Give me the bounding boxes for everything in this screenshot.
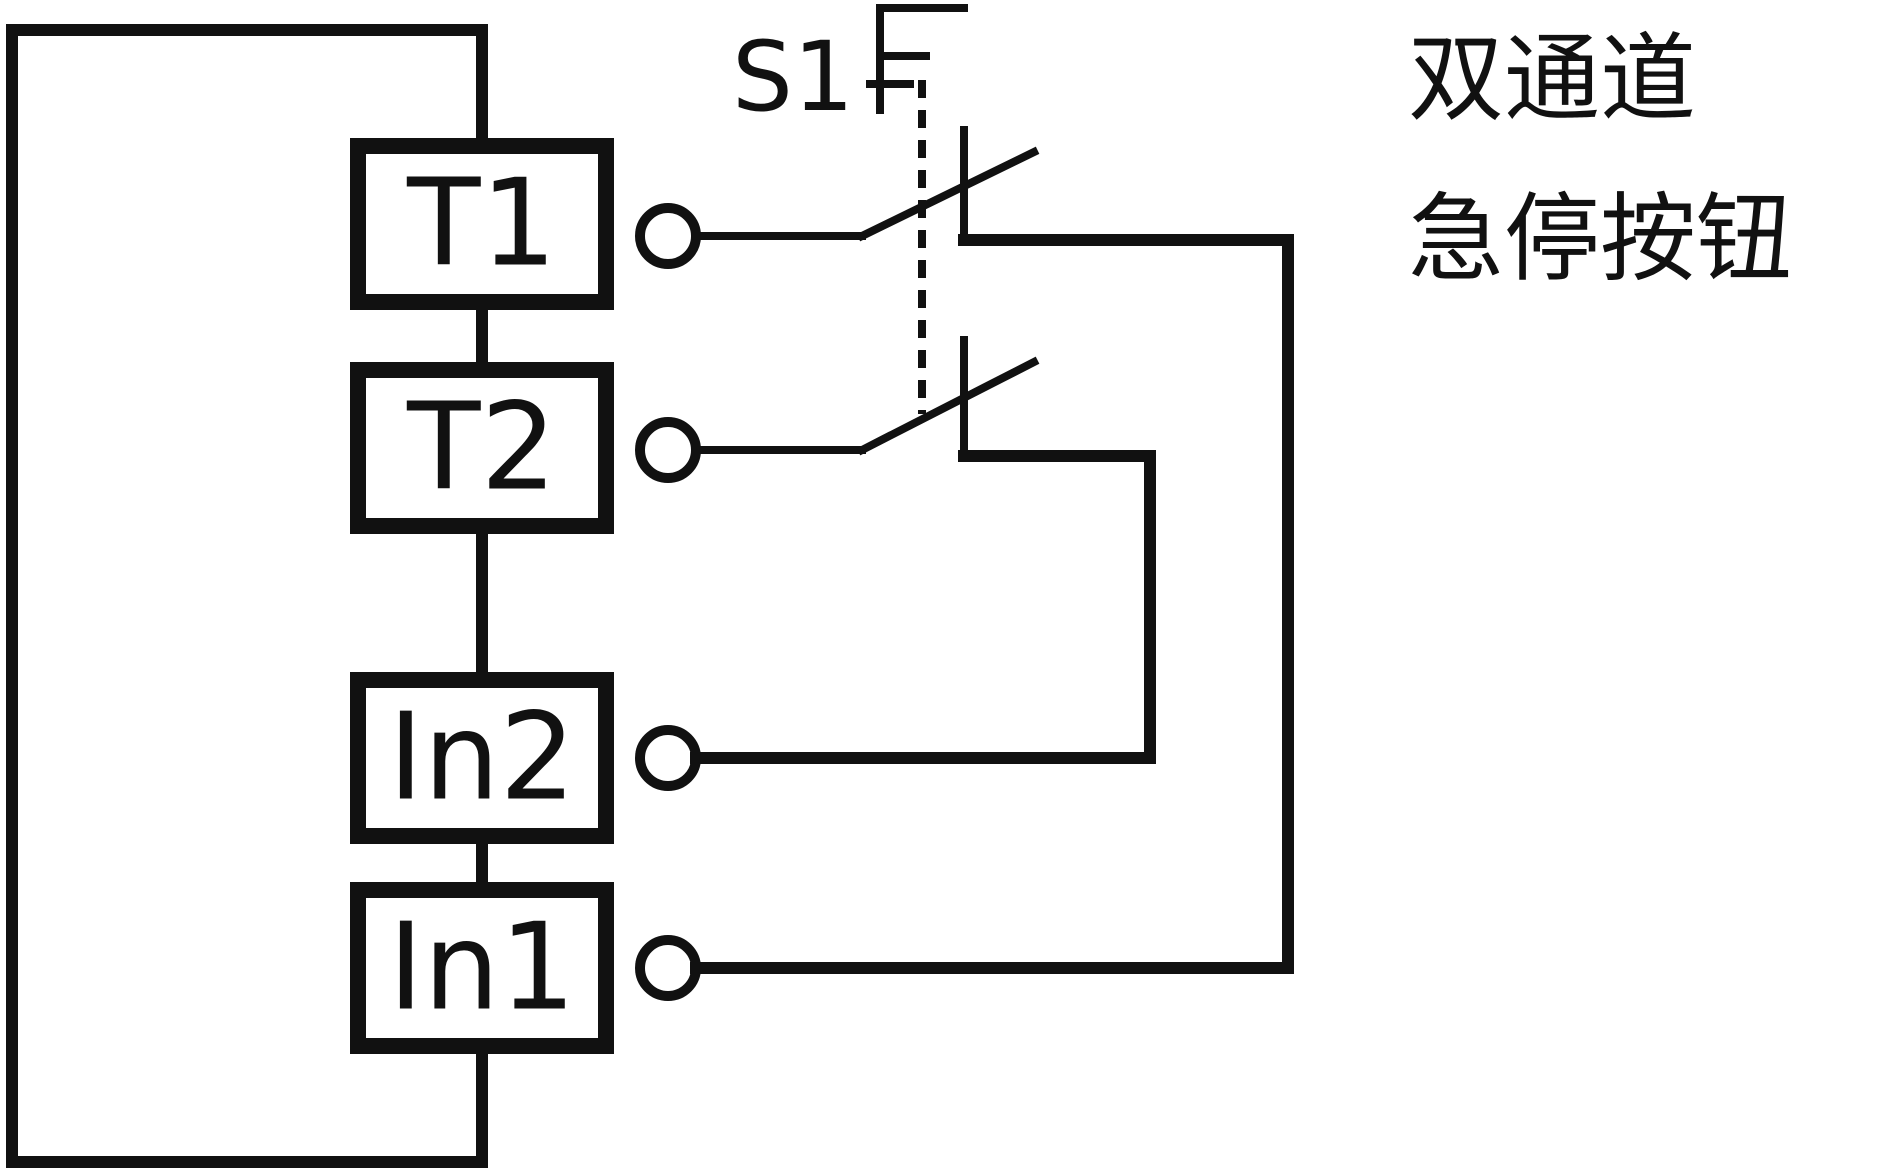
terminal-in1 xyxy=(635,935,701,1001)
block-t1: T1 xyxy=(350,138,614,310)
terminal-t1 xyxy=(635,203,701,269)
block-in2: In2 xyxy=(350,672,614,844)
wire-switch2-to-in2 xyxy=(690,450,1156,764)
block-in1: In1 xyxy=(350,882,614,1054)
pushbutton-actuator-icon xyxy=(866,4,968,114)
block-t2: T2 xyxy=(350,362,614,534)
title-line-2: 急停按钮 xyxy=(1408,183,1792,295)
title-line-1: 双通道 xyxy=(1408,23,1696,135)
switch-contact-1-blade xyxy=(856,146,1040,242)
switch-contact-2-blade xyxy=(856,356,1040,456)
outer-loop-wire xyxy=(6,24,488,1168)
block-in1-label: In1 xyxy=(388,899,576,1038)
block-in2-label: In2 xyxy=(388,689,576,828)
block-t2-label: T2 xyxy=(406,379,557,518)
terminal-in2 xyxy=(635,725,701,791)
block-t1-label: T1 xyxy=(406,155,557,294)
terminal-t2 xyxy=(635,417,701,483)
wire-switch1-to-in1 xyxy=(690,234,1294,974)
switch-label: S1 xyxy=(732,21,854,133)
